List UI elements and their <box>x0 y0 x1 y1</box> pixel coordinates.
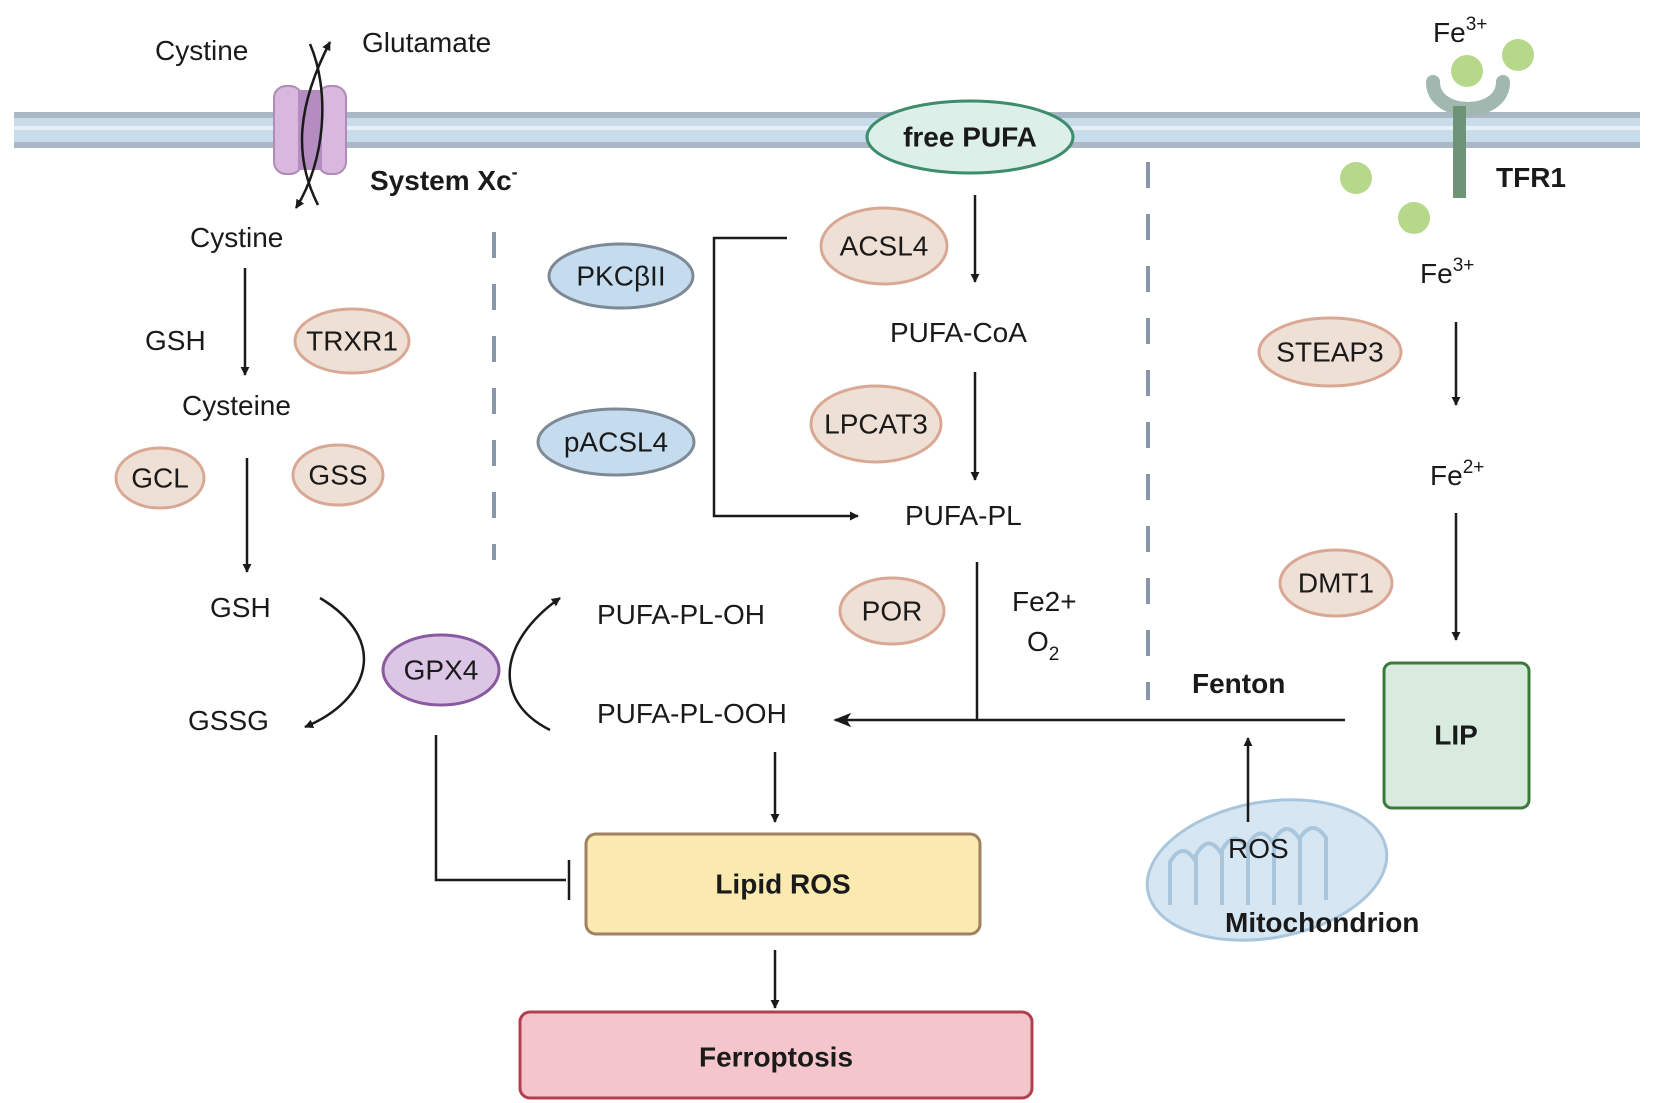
pkcbii-label: PKCβII <box>576 261 665 292</box>
fe3-intracellular-charge: 3+ <box>1453 255 1475 276</box>
iron-ions-icon <box>1340 39 1534 234</box>
fe3-intracellular-symbol: Fe <box>1420 258 1453 289</box>
gpx4-inhibition-line <box>434 735 566 882</box>
cystine-intracellular-label: Cystine <box>190 222 283 253</box>
o2-symbol: O <box>1027 626 1049 657</box>
fe3-intracellular-label: Fe3+ <box>1420 255 1474 289</box>
gcl-enzyme: GCL <box>114 446 206 510</box>
fe2-intracellular-symbol: Fe <box>1430 460 1463 491</box>
por-enzyme: POR <box>838 576 946 646</box>
ferroptosis-label: Ferroptosis <box>699 1042 853 1073</box>
gss-enzyme: GSS <box>291 443 385 507</box>
lip-label: LIP <box>1434 720 1478 751</box>
mitochondrion-icon <box>1145 798 1389 942</box>
free-pufa-label: free PUFA <box>903 122 1037 153</box>
cysteine-label: Cysteine <box>182 390 291 421</box>
gsh-label: GSH <box>210 592 271 623</box>
glutamate-label: Glutamate <box>362 27 491 58</box>
tfr1-receptor-icon <box>1426 75 1510 198</box>
ros-label: ROS <box>1228 833 1289 864</box>
fe3-extracellular-symbol: Fe <box>1433 17 1466 48</box>
trxr1-label: TRXR1 <box>306 326 398 357</box>
trxr1-enzyme: TRXR1 <box>293 307 411 375</box>
por-label: POR <box>862 596 923 627</box>
pkcbii-kinase: PKCβII <box>547 242 695 310</box>
tfr1-label: TFR1 <box>1496 162 1566 193</box>
pufa-coa-label: PUFA-CoA <box>890 317 1027 348</box>
system-xc-superscript: - <box>512 162 518 182</box>
fe2-cofactor-label: Fe2+ <box>1012 586 1077 617</box>
dmt1-label: DMT1 <box>1298 568 1374 599</box>
gpx4-enzyme: GPX4 <box>381 633 501 707</box>
gcl-label: GCL <box>131 463 189 494</box>
lipid-ros-label: Lipid ROS <box>715 869 850 900</box>
fe3-extracellular-charge: 3+ <box>1466 14 1488 35</box>
gsh-cofactor-label: GSH <box>145 325 206 356</box>
pufa-pl-oh-label: PUFA-PL-OH <box>597 599 765 630</box>
dmt1-enzyme: DMT1 <box>1278 548 1394 618</box>
system-xc-label: System Xc- <box>370 162 518 196</box>
pacsl4-label: pACSL4 <box>564 427 668 458</box>
gss-label: GSS <box>308 460 367 491</box>
cystine-extracellular-label: Cystine <box>155 35 248 66</box>
acsl4-phosphorylation-arrow <box>712 236 859 521</box>
gpx4-label: GPX4 <box>404 655 479 686</box>
pacsl4-kinase: pACSL4 <box>536 407 696 477</box>
mitochondrion-label: Mitochondrion <box>1225 907 1419 938</box>
fe3-extracellular-label: Fe3+ <box>1433 14 1487 48</box>
lipid-ros-box: Lipid ROS <box>584 832 982 936</box>
free-pufa-node: free PUFA <box>865 99 1075 175</box>
gssg-label: GSSG <box>188 705 269 736</box>
o2-subscript: 2 <box>1049 644 1060 665</box>
system-xc-transporter-icon <box>273 41 347 209</box>
acsl4-enzyme: ACSL4 <box>819 206 949 286</box>
lip-box: LIP <box>1382 661 1531 810</box>
pufa-pl-ooh-label: PUFA-PL-OOH <box>597 698 787 729</box>
fenton-label: Fenton <box>1192 668 1285 699</box>
fe2-intracellular-charge: 2+ <box>1463 457 1485 478</box>
lpcat3-label: LPCAT3 <box>824 409 928 440</box>
lpcat3-enzyme: LPCAT3 <box>809 384 943 464</box>
fe2-intracellular-label: Fe2+ <box>1430 457 1484 491</box>
pufa-pl-label: PUFA-PL <box>905 500 1022 531</box>
o2-label: O2 <box>1027 626 1059 665</box>
acsl4-label: ACSL4 <box>840 231 929 262</box>
steap3-label: STEAP3 <box>1276 337 1383 368</box>
steap3-enzyme: STEAP3 <box>1257 316 1403 388</box>
system-xc-name: System Xc <box>370 165 512 196</box>
ferroptosis-box: Ferroptosis <box>518 1010 1034 1100</box>
cell-membrane <box>14 112 1640 148</box>
